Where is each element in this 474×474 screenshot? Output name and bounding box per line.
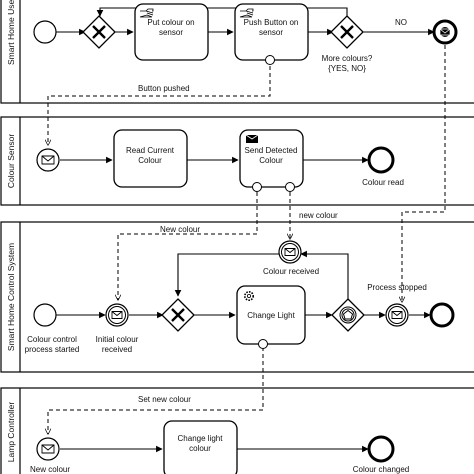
intermediate-event-process-stopped	[385, 303, 409, 327]
end-event-control	[429, 302, 455, 328]
start-event-control-label-2: process started	[25, 345, 80, 354]
boundary-event-button-pushed	[265, 55, 275, 65]
start-event-message-sensor	[36, 148, 60, 172]
manual-task-icon	[239, 8, 254, 18]
intermediate-event-initial-colour	[105, 303, 129, 327]
lane-label-lamp-controller: Lamp Controller	[6, 402, 16, 463]
lane-colour-sensor: Colour Sensor	[0, 116, 474, 206]
boundary-event-set-colour	[258, 339, 268, 349]
gateway-exclusive-control	[161, 298, 195, 332]
end-event-colour-read	[367, 146, 395, 174]
envelope-icon	[41, 155, 55, 165]
start-event-user	[33, 20, 57, 44]
intermediate-event-initial-colour-label-1: Initial colour	[96, 335, 139, 344]
gateway-exclusive-merge	[82, 15, 116, 49]
lane-label-colour-sensor: Colour Sensor	[6, 134, 16, 189]
end-event-colour-changed-label: Colour changed	[353, 465, 409, 474]
envelope-icon	[41, 444, 55, 454]
envelope-icon	[284, 248, 296, 256]
gateway-more-colours-label: More colours?	[322, 54, 373, 63]
sequence-flows	[56, 7, 435, 453]
start-event-control-label-1: Colour control	[27, 335, 77, 344]
intermediate-event-process-stopped-label: Process stopped	[367, 283, 427, 292]
end-event-colour-read-label: Colour read	[362, 178, 404, 187]
flow-label-button-pushed: Button pushed	[138, 84, 190, 93]
envelope-icon	[439, 28, 451, 36]
message-flows	[48, 45, 446, 434]
manual-task-icon	[139, 8, 154, 18]
start-event-message-lamp	[36, 437, 60, 461]
flow-label-set-new-colour: Set new colour	[138, 395, 191, 404]
boundary-event-send	[285, 182, 295, 192]
lane-label-control-system: Smart Home Control System	[6, 243, 16, 351]
intermediate-event-colour-received	[278, 240, 302, 264]
gateway-more-colours-options: {YES, NO}	[328, 64, 366, 73]
gateway-event-based	[331, 298, 365, 332]
intermediate-event-colour-received-label: Colour received	[263, 267, 319, 276]
start-event-lamp-label: New colour	[30, 465, 70, 474]
task-change-light-label: Change Light	[247, 311, 295, 320]
envelope-icon	[111, 311, 123, 319]
envelope-icon	[391, 311, 403, 319]
end-event-colour-changed	[367, 435, 395, 463]
task-change-light: Change Light	[236, 285, 306, 349]
gateway-more-colours	[330, 15, 364, 49]
flow-label-no: NO	[395, 18, 407, 27]
intermediate-event-initial-colour-label-2: received	[102, 345, 132, 354]
flow-label-new-colour-a: New colour	[160, 225, 200, 234]
boundary-event-new-colour	[252, 182, 262, 192]
start-event-control	[33, 303, 57, 327]
lane-label-smart-home-user: Smart Home User	[6, 0, 16, 65]
flow-label-new-colour-b: new colour	[299, 211, 338, 220]
end-event-message-user	[432, 19, 458, 45]
gear-icon	[244, 290, 255, 301]
lane-control-system: Smart Home Control System	[0, 221, 474, 373]
